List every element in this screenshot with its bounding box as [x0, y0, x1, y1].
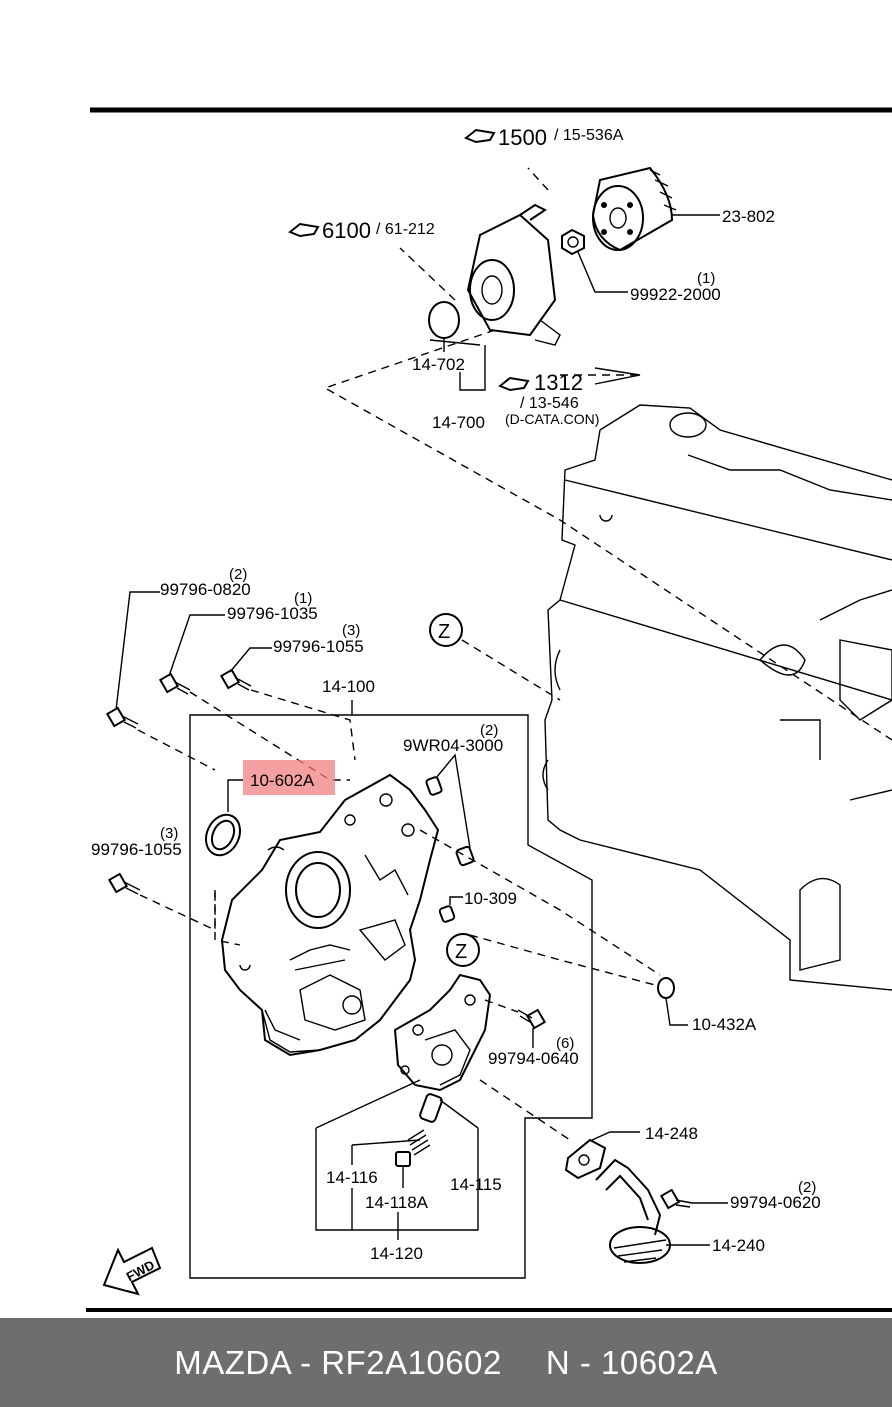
- dowel-9WR04-3000-a: [425, 776, 443, 796]
- highlight-10-602A: [243, 760, 335, 795]
- zone-marker-mid: [446, 933, 480, 967]
- assembly-box-14-100: [189, 714, 593, 1279]
- label-99796-1055-left: 99796-1055: [91, 840, 182, 859]
- dowel-9WR04-3000-b: [455, 845, 475, 867]
- qty-99796-1055-left: (3): [160, 825, 178, 842]
- label-99794-0620: 99794-0620: [730, 1193, 821, 1212]
- label-99796-1055-top: 99796-1055: [273, 637, 364, 656]
- label-99796-1035: 99796-1035: [227, 604, 318, 623]
- footer-bar: MAZDA - RF2A10602 N - 10602A: [0, 1318, 892, 1407]
- label-10-432A: 10-432A: [692, 1015, 757, 1034]
- o-ring-14702: [428, 301, 460, 339]
- bolt-99796-0820-icon: [105, 706, 139, 729]
- zone-marker-top: [429, 613, 463, 647]
- bolt-99796-1055-top-icon: [219, 668, 252, 691]
- qty-99796-1055-top: (3): [342, 622, 360, 639]
- footer-code: N - 10602A: [545, 1343, 718, 1381]
- label-99796-0820: 99796-0820: [160, 580, 251, 599]
- label-14-115: 14-115: [450, 1175, 502, 1194]
- label-14-120: 14-120: [370, 1244, 423, 1263]
- qty-99922-2000: (1): [697, 270, 715, 287]
- label-14-116: 14-116: [326, 1168, 378, 1187]
- label-14-700: 14-700: [432, 413, 485, 432]
- qty-99794-0640: (6): [556, 1035, 574, 1052]
- bolt-99794-0640-icon: [517, 1008, 547, 1030]
- label-14-118A: 14-118A: [365, 1193, 429, 1212]
- bolt-99794-0620-icon: [659, 1188, 693, 1210]
- bolt-99796-1035-icon: [158, 672, 191, 695]
- ref-1312-sub: / 13-546: [520, 395, 579, 412]
- ref-1500-sub: / 15-536A: [554, 127, 624, 144]
- spring-14-116: [407, 1129, 431, 1156]
- footer-part-info: MAZDA - RF2A10602: [174, 1343, 502, 1381]
- label-10-309: 10-309: [464, 889, 517, 908]
- plug-14-118A: [395, 1151, 411, 1167]
- label-14-702: 14-702: [412, 355, 465, 374]
- parts-diagram: 23-802 (1) 99922-2000 14-702 14-700 1500…: [86, 107, 892, 1312]
- label-9WR04-3000: 9WR04-3000: [403, 736, 503, 755]
- nut-99922: [561, 228, 585, 256]
- label-23-802: 23-802: [722, 207, 775, 226]
- ref-1312: 1312: [534, 370, 583, 395]
- label-14-100: 14-100: [322, 677, 375, 696]
- qty-99796-0820: (2): [229, 566, 247, 583]
- fwd-arrow-icon: FWD: [102, 1246, 162, 1296]
- label-14-240: 14-240: [712, 1236, 765, 1255]
- ref-1500-arrow-icon: [464, 128, 496, 144]
- pin-10-309: [438, 905, 456, 923]
- ref-6100: 6100: [322, 218, 371, 243]
- plunger-14-115: [419, 1093, 443, 1123]
- gasket-14-248: [564, 1138, 607, 1180]
- oil-seal-10-602A: [204, 813, 242, 857]
- ref-1312-note: (D-CATA.CON): [505, 411, 599, 427]
- strainer-14-240: [595, 1158, 671, 1264]
- label-14-248: 14-248: [645, 1124, 698, 1143]
- ref-1312-arrow-icon: [498, 367, 641, 392]
- qty-99794-0620: (2): [798, 1179, 816, 1196]
- label-10-602A: 10-602A: [250, 771, 315, 790]
- ref-1500: 1500: [498, 125, 547, 150]
- oil-filter: [591, 166, 677, 252]
- label-99922-2000: 99922-2000: [630, 285, 721, 304]
- oil-cooler: [466, 203, 561, 346]
- engine-block-drawing: [542, 404, 892, 991]
- label-99794-0640: 99794-0640: [488, 1049, 579, 1068]
- zone-label-mid: Z: [455, 941, 467, 963]
- pump-body-relief-valve: [393, 973, 492, 1092]
- bolt-99796-1055-left-icon: [107, 872, 141, 895]
- front-cover-oil-pump: [220, 773, 440, 1057]
- zone-label-top: Z: [438, 621, 450, 643]
- ref-6100-arrow-icon: [288, 222, 320, 238]
- qty-9WR04-3000: (2): [480, 722, 498, 739]
- qty-99796-1035: (1): [294, 590, 312, 607]
- ref-6100-sub: / 61-212: [376, 221, 435, 238]
- o-ring-10-432A: [657, 977, 675, 999]
- fwd-label: FWD: [124, 1257, 157, 1284]
